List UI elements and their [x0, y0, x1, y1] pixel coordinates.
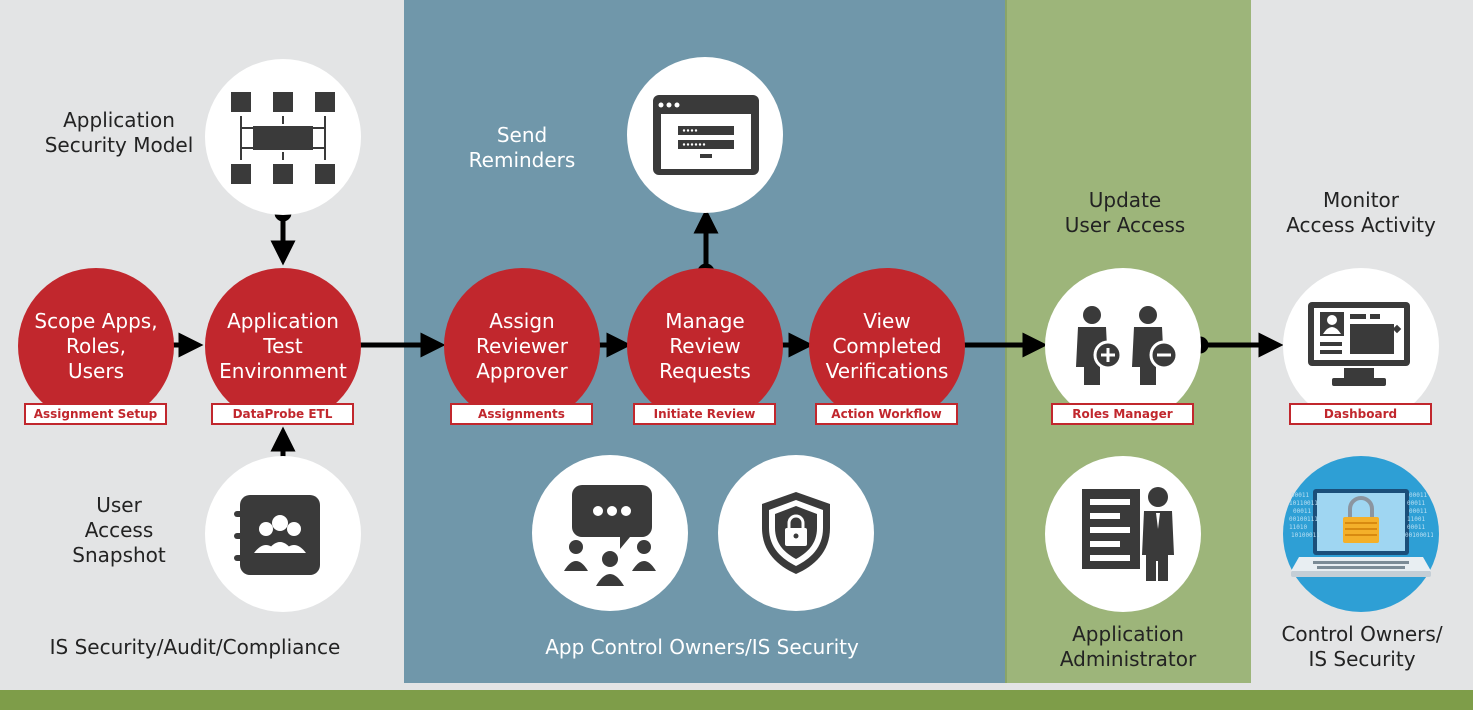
footer-control-owners: Control Owners/ IS Security [1281, 622, 1443, 671]
hierarchy-icon [231, 92, 335, 184]
step-view: View Completed Verifications [809, 268, 965, 424]
tag-action-workflow[interactable]: Action Workflow [815, 403, 958, 425]
svg-text:00100111: 00100111 [1289, 516, 1318, 523]
svg-text:00011: 00011 [1291, 492, 1309, 499]
step-manage: Manage Review Requests [627, 268, 783, 424]
tag-dashboard[interactable]: Dashboard [1289, 403, 1432, 425]
arrow-roles-to-dashboard [1191, 332, 1284, 358]
tag-assignments[interactable]: Assignments [450, 403, 593, 425]
discussion-icon [564, 485, 656, 586]
monitor-dashboard-icon [1308, 302, 1410, 386]
add-remove-user-icon [1076, 306, 1178, 385]
step-scope: Scope Apps, Roles, Users [18, 268, 174, 424]
svg-text:00100011: 00100011 [1405, 532, 1433, 539]
footer-is-security: IS Security/Audit/Compliance [49, 635, 341, 659]
svg-text:00011: 00011 [1407, 500, 1425, 507]
svg-text:00011: 00011 [1293, 508, 1311, 515]
svg-text:00011: 00011 [1407, 524, 1425, 531]
svg-text:00011: 00011 [1409, 492, 1427, 499]
step-test-environment: Application Test Environment [205, 268, 361, 424]
svg-text:00011: 00011 [1409, 508, 1427, 515]
footer-app-control: App Control Owners/IS Security [545, 635, 859, 659]
tag-dataprobe-etl[interactable]: DataProbe ETL [211, 403, 354, 425]
shield-lock-icon [762, 492, 830, 574]
svg-text:11001: 11001 [1407, 516, 1425, 523]
bottom-bar [0, 690, 1473, 710]
label-security-model: Application Security Model [44, 108, 194, 157]
label-update-user-access: Update User Access [1064, 188, 1186, 237]
svg-text:10100011: 10100011 [1291, 532, 1320, 539]
browser-login-icon [653, 95, 759, 175]
label-user-access-snapshot: User Access Snapshot [72, 493, 166, 567]
footer-app-admin: Application Administrator [1059, 622, 1197, 671]
svg-text:11010: 11010 [1289, 524, 1307, 531]
step-assign: Assign Reviewer Approver [444, 268, 600, 424]
secure-laptop-icon: 000111011001100011001001111101010100011 … [1289, 489, 1433, 577]
label-monitor-access: Monitor Access Activity [1286, 188, 1436, 237]
admin-document-icon [1082, 487, 1174, 581]
tag-assignment-setup[interactable]: Assignment Setup [24, 403, 167, 425]
svg-text:10110011: 10110011 [1289, 500, 1318, 507]
contacts-book-icon [234, 495, 320, 575]
label-send-reminders: Send Reminders [468, 123, 576, 172]
tag-initiate-review[interactable]: Initiate Review [633, 403, 776, 425]
tag-roles-manager[interactable]: Roles Manager [1051, 403, 1194, 425]
